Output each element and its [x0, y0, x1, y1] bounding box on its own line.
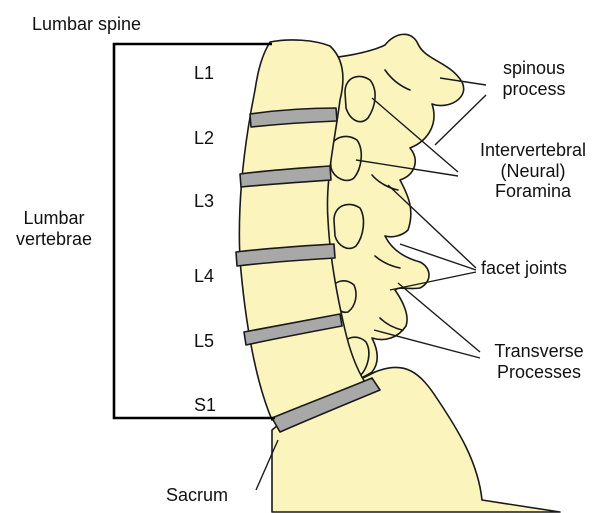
foramen-l1 [345, 76, 375, 121]
level-label-s1: S1 [194, 395, 216, 416]
lumbar-spine-title: Lumbar spine [32, 14, 141, 35]
foramina-line-1: Intervertebral [458, 140, 608, 161]
transverse-processes-label: Transverse Processes [474, 341, 604, 382]
spinous-process-label: spinous process [484, 58, 584, 99]
spinous-process-line-2: process [484, 79, 584, 100]
transverse-line-2: Processes [474, 362, 604, 383]
level-label-l3: L3 [194, 191, 214, 212]
level-label-l4: L4 [194, 266, 214, 287]
sacrum-label: Sacrum [166, 485, 228, 506]
foramina-line-2: (Neural) [458, 161, 608, 182]
lumbar-vertebrae-line-1: Lumbar [4, 208, 104, 229]
level-label-l1: L1 [194, 63, 214, 84]
lumbar-vertebrae-line-2: vertebrae [4, 229, 104, 250]
foramen-l2 [330, 136, 361, 180]
pointer-transverse-1 [398, 283, 480, 352]
intervertebral-foramina-label: Intervertebral (Neural) Foramina [458, 140, 608, 202]
foramina-line-3: Foramina [458, 181, 608, 202]
spinous-process-line-1: spinous [484, 58, 584, 79]
level-label-l5: L5 [194, 331, 214, 352]
foramen-l3 [334, 204, 363, 248]
facet-joints-label: facet joints [481, 258, 567, 279]
pointer-transverse-2 [374, 330, 480, 358]
level-label-l2: L2 [194, 128, 214, 149]
transverse-line-1: Transverse [474, 341, 604, 362]
lumbar-vertebrae-label: Lumbar vertebrae [4, 208, 104, 249]
